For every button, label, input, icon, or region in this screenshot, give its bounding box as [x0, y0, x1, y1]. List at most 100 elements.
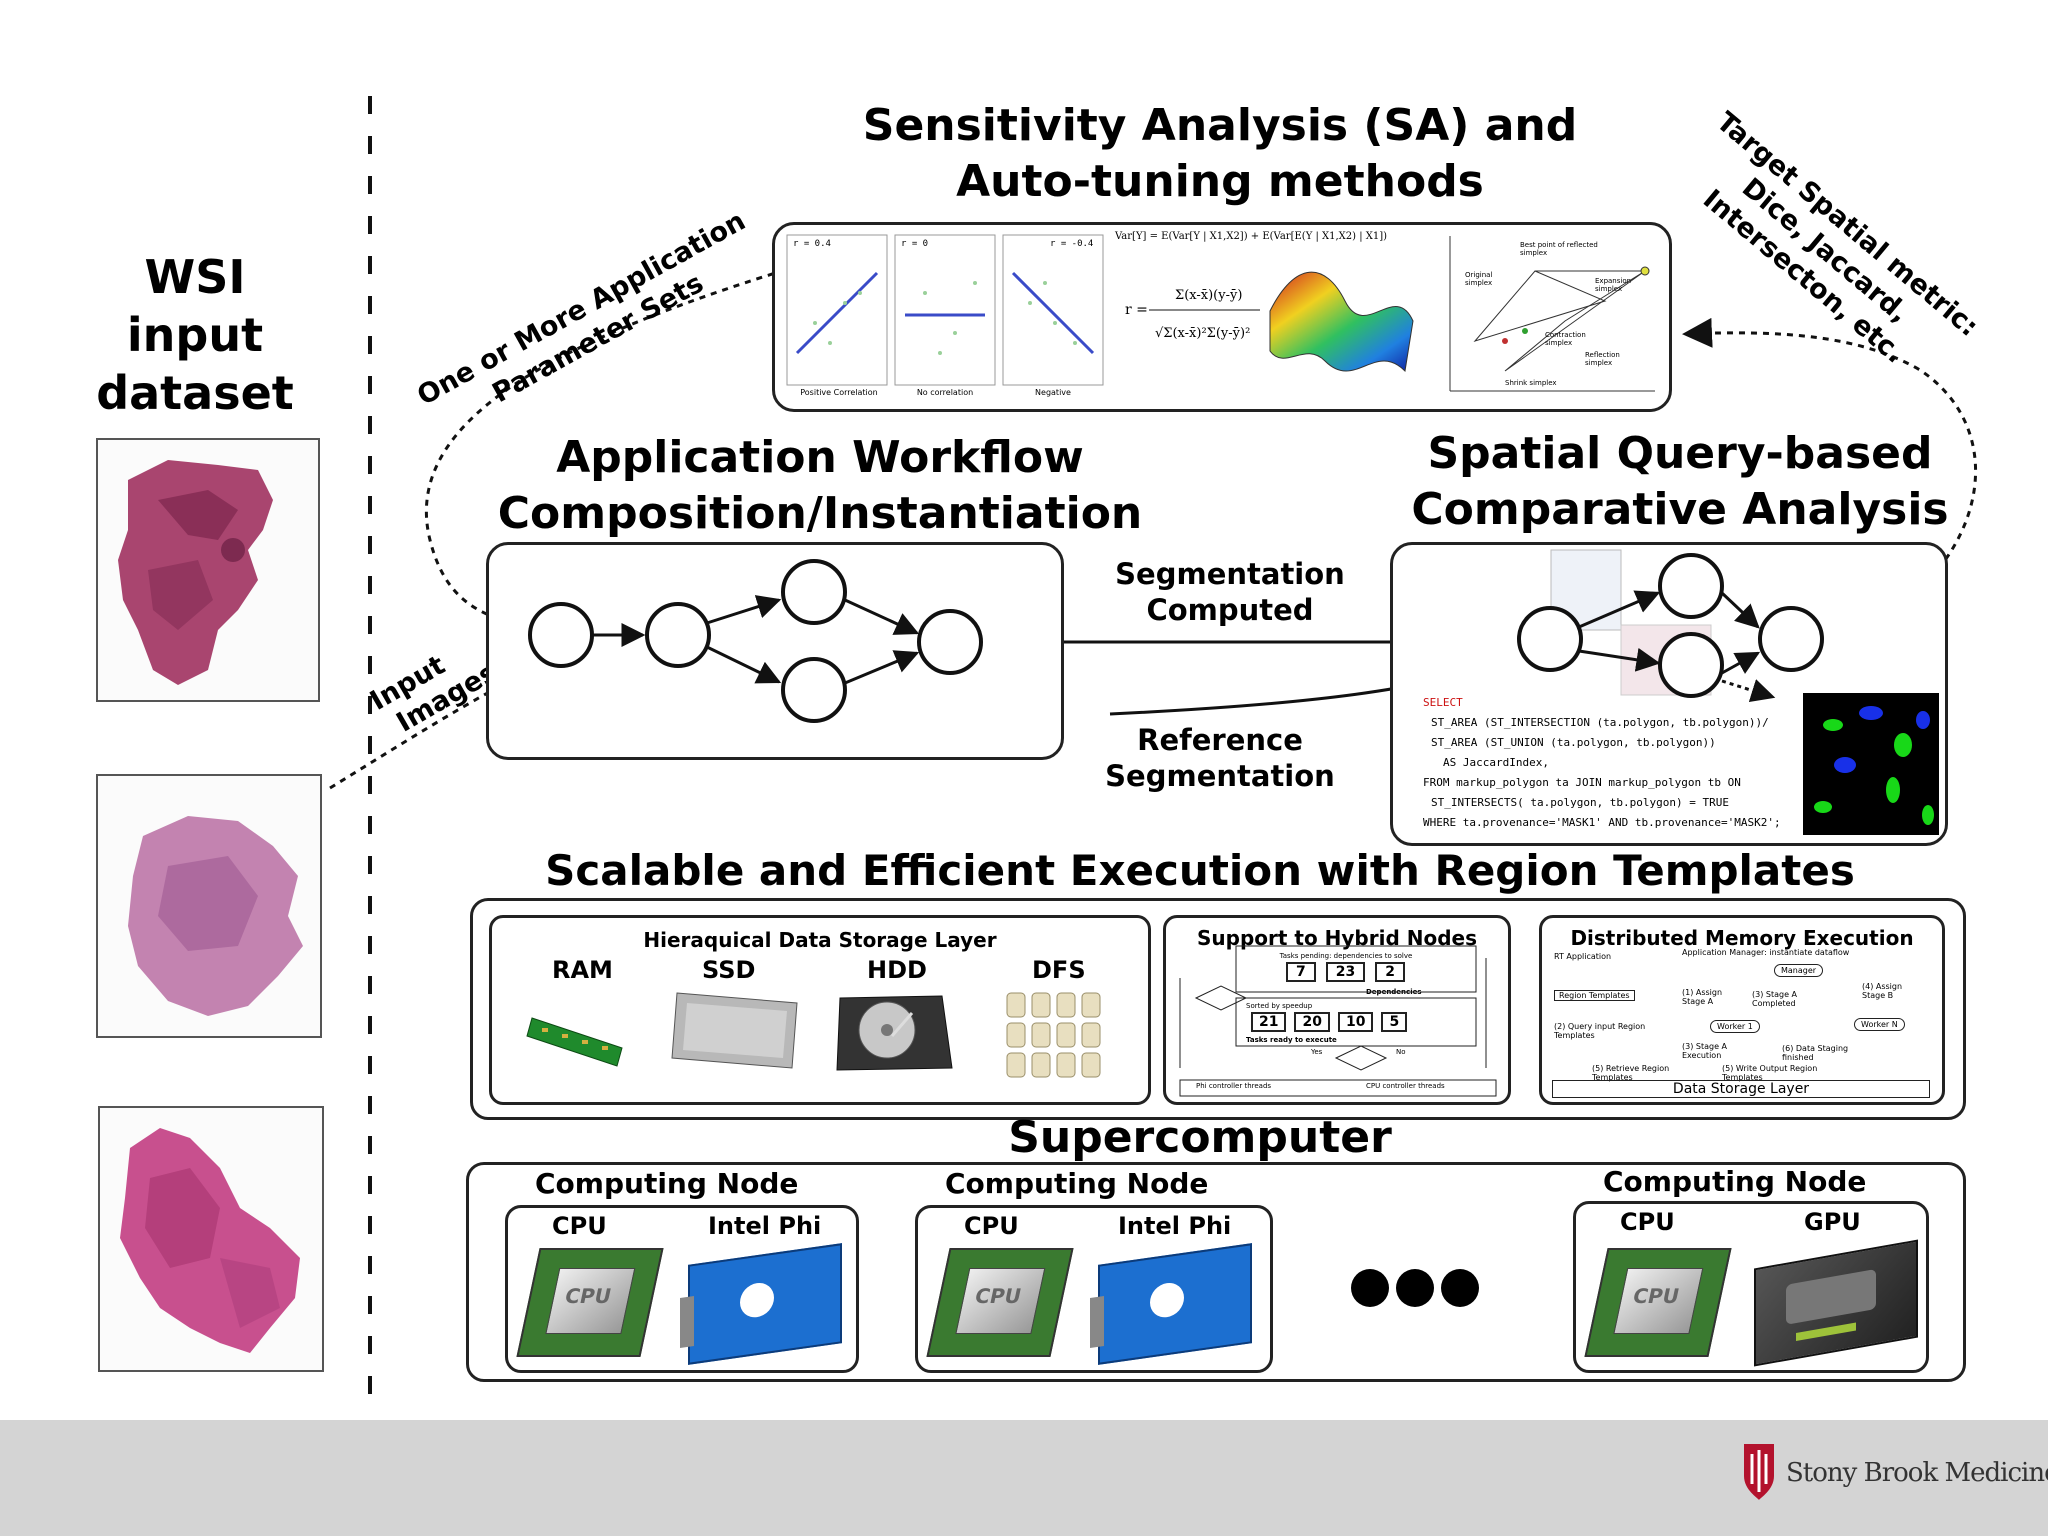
sql-line: ST_AREA (ST_UNION (ta.polygon, tb.polygo… — [1431, 736, 1716, 749]
hybrid-top-values: 7 23 2 — [1286, 962, 1405, 982]
simplex-label: Expansion simplex — [1595, 277, 1632, 293]
intel-phi-card-icon — [680, 1243, 842, 1365]
computing-node: CPU Intel Phi CPU — [915, 1205, 1273, 1373]
svg-text:√Σ(x-x̄)²Σ(y-ȳ)²: √Σ(x-x̄)²Σ(y-ȳ)² — [1155, 326, 1250, 341]
variance-formula-text: Var[Y] = E(Var[Y | X1,X2]) + E(Var[E(Y |… — [1115, 231, 1388, 242]
simplex-label: Reflection simplex — [1585, 351, 1620, 367]
reference-label: Reference Segmentation — [1080, 722, 1360, 794]
dist-rt-app: RT Application — [1554, 952, 1612, 961]
simplex-diagram: Original simplex Best point of reflected… — [1445, 231, 1660, 401]
workflow-title-line: Composition/Instantiation — [497, 488, 1143, 539]
sa-title-line: Auto-tuning methods — [956, 156, 1484, 207]
spatial-node — [1658, 553, 1724, 619]
simplex-label: Best point of reflected simplex — [1520, 241, 1598, 257]
storage-label-ssd: SSD — [702, 956, 756, 984]
variance-formula: Var[Y] = E(Var[Y | X1,X2]) + E(Var[E(Y |… — [1115, 231, 1415, 396]
wsi-title: WSI input dataset — [80, 248, 310, 422]
spatial-title-line: Spatial Query-based — [1427, 428, 1933, 479]
hybrid-mid-values: 21 20 10 5 — [1251, 1012, 1408, 1032]
supercomputer-title: Supercomputer — [1008, 1112, 1392, 1163]
hybrid-value: 21 — [1251, 1012, 1287, 1032]
hybrid-no: No — [1396, 1048, 1406, 1056]
corr-value: r = -0.4 — [1050, 239, 1094, 249]
scalable-title: Scalable and Efficient Execution with Re… — [545, 846, 1855, 895]
seg-computed-line: Computed — [1146, 593, 1314, 627]
dist-worker1: Worker 1 — [1710, 1020, 1760, 1033]
seg-computed-label: Segmentation Computed — [1090, 556, 1370, 628]
node-title: Computing Node — [1603, 1165, 1867, 1198]
hybrid-ready-text: Tasks ready to execute — [1246, 1036, 1337, 1044]
intel-phi-card-icon — [1090, 1243, 1252, 1365]
workflow-node — [781, 657, 847, 723]
cpu-chip-icon: CPU — [1584, 1248, 1732, 1357]
dist-step3b: (3) Stage A Execution — [1682, 1042, 1728, 1060]
wsi-slide-3 — [98, 1106, 324, 1372]
wsi-slide-1 — [96, 438, 320, 702]
corr-label: Positive Correlation — [800, 388, 878, 397]
node-title: Computing Node — [945, 1167, 1209, 1200]
spatial-panel: SELECT ST_AREA (ST_INTERSECTION (ta.poly… — [1390, 542, 1948, 846]
footer-logo-text: Stony Brook Medicine — [1786, 1458, 2048, 1488]
sql-line: WHERE ta.provenance='MASK1' AND tb.prove… — [1423, 816, 1781, 829]
workflow-title: Application Workflow Composition/Instant… — [450, 430, 1190, 542]
sql-line: ST_AREA (ST_INTERSECTION (ta.polygon, tb… — [1431, 716, 1769, 729]
supercomputer-panel: Computing Node CPU Intel Phi CPU Computi… — [466, 1162, 1966, 1382]
hybrid-cpu-label: CPU controller threads — [1366, 1082, 1445, 1090]
hybrid-value: 2 — [1375, 962, 1405, 982]
correlation-plots: r = 0.4 r = 0 r = -0.4 Positive Correlat… — [785, 233, 1105, 398]
computing-node: CPU GPU CPU — [1573, 1201, 1929, 1373]
footer-bar: Stony Brook Medicine — [0, 1420, 2048, 1536]
reference-line: Segmentation — [1105, 759, 1335, 793]
node-left-label: CPU — [964, 1212, 1019, 1240]
sql-query: SELECT ST_AREA (ST_INTERSECTION (ta.poly… — [1423, 693, 1803, 833]
distributed-title: Distributed Memory Execution — [1570, 926, 1914, 950]
corr-label: Negative — [1035, 388, 1071, 397]
wsi-title-line: input — [126, 308, 264, 362]
hybrid-value: 5 — [1381, 1012, 1408, 1032]
node-title: Computing Node — [535, 1167, 799, 1200]
hybrid-value: 7 — [1286, 962, 1316, 982]
wsi-title-line: WSI — [144, 250, 246, 304]
sql-line: FROM markup_polygon ta JOIN markup_polyg… — [1423, 776, 1741, 789]
cpu-chip-icon: CPU — [926, 1248, 1074, 1357]
seg-computed-line: Segmentation — [1115, 557, 1345, 591]
corr-value: r = 0 — [901, 239, 929, 249]
dist-step5b: (5) Write Output Region Templates — [1722, 1064, 1818, 1082]
dist-step1: (1) Assign Stage A — [1682, 988, 1723, 1006]
workflow-title-line: Application Workflow — [556, 432, 1084, 483]
cpu-chip-label: CPU — [972, 1284, 1024, 1308]
workflow-node — [528, 602, 594, 668]
cpu-chip-label: CPU — [562, 1284, 614, 1308]
workflow-panel — [486, 542, 1064, 760]
dist-step6: (6) Data Staging finished — [1782, 1044, 1849, 1062]
spatial-title: Spatial Query-based Comparative Analysis — [1370, 426, 1990, 538]
svg-text:Σ(x-x̄)(y-ȳ): Σ(x-x̄)(y-ȳ) — [1175, 288, 1242, 303]
wsi-title-line: dataset — [96, 366, 294, 420]
scalable-panel: Hieraquical Data Storage Layer RAM SSD H… — [470, 898, 1966, 1120]
node-right-label: Intel Phi — [708, 1212, 822, 1240]
dfs-icon — [1006, 992, 1101, 1078]
dist-region-templates: Region Templates — [1554, 990, 1635, 1001]
spatial-node — [1658, 632, 1724, 698]
corr-label: No correlation — [916, 388, 974, 397]
param-sets-arrow — [424, 268, 786, 633]
dist-manager: Manager — [1774, 964, 1824, 977]
dist-step4: (4) Assign Stage B — [1862, 982, 1903, 1000]
sql-line: SELECT — [1423, 696, 1463, 709]
sql-line: ST_INTERSECTS( ta.polygon, tb.polygon) =… — [1431, 796, 1730, 809]
node-left-label: CPU — [552, 1212, 607, 1240]
hybrid-yes: Yes — [1311, 1048, 1323, 1056]
hybrid-value: 20 — [1294, 1012, 1330, 1032]
svg-text:r =: r = — [1125, 302, 1148, 318]
sql-line: AS JaccardIndex, — [1443, 756, 1549, 769]
hdd-icon — [836, 995, 953, 1071]
simplex-label: Original simplex — [1465, 271, 1493, 287]
workflow-node — [917, 609, 983, 675]
hybrid-panel: Support to Hybrid Nodes Tasks pending: d… — [1163, 915, 1511, 1105]
spatial-node — [1517, 606, 1583, 672]
sa-panel: r = 0.4 r = 0 r = -0.4 Positive Correlat… — [772, 222, 1672, 412]
distributed-panel: Distributed Memory Execution RT Applicat… — [1539, 915, 1945, 1105]
spatial-title-line: Comparative Analysis — [1411, 484, 1949, 535]
hybrid-value: 23 — [1325, 962, 1366, 982]
workflow-node — [645, 602, 711, 668]
